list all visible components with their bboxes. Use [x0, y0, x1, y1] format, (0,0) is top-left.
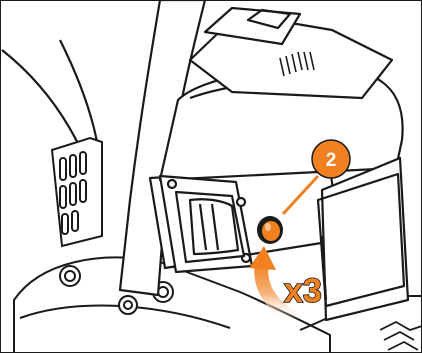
engine-cover — [188, 6, 394, 100]
step-leader-line — [281, 174, 320, 216]
curved-arrow-icon — [249, 246, 302, 327]
air-filter-housing — [158, 174, 254, 274]
deck-edge-detail — [379, 320, 422, 351]
step-badge — [311, 139, 351, 179]
repeat-count: x3 — [284, 272, 322, 310]
exhaust-vent — [50, 136, 103, 248]
carburetor-housing — [316, 156, 410, 322]
step-number: 2 — [326, 150, 337, 171]
primer-bulb-icon[interactable] — [257, 216, 283, 244]
